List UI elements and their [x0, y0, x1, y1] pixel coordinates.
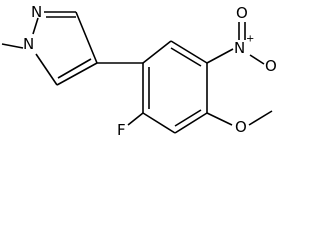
- atom-label-nitro-o-right: O: [265, 57, 277, 75]
- atom-label-nitro-o-lower: O: [236, 4, 248, 22]
- atom-label-pyrazole-n2: N: [31, 3, 42, 21]
- bond-c4-c5-double-a: [56, 62, 98, 86]
- bond-b5-b6: [142, 112, 176, 134]
- bond-b2-b3-inner: [170, 47, 202, 67]
- atom-label-fluorine: F: [117, 121, 126, 139]
- bond-c3-c4: [75, 11, 98, 64]
- atom-label-nitro-n: N: [234, 39, 245, 57]
- bond-nitro-o-right: [249, 54, 265, 65]
- atom-label-methoxy-o: O: [235, 118, 247, 136]
- bond-c4-c5-double-b: [57, 58, 92, 79]
- bond-n1-methyl: [1, 43, 24, 49]
- pyrazole-ring: [1, 11, 98, 86]
- bond-b4-methoxy-o: [206, 112, 233, 126]
- bond-b1-b2: [142, 40, 172, 64]
- bond-b3-nitro: [206, 48, 234, 64]
- atom-label-pyrazole-n1: N: [23, 35, 34, 53]
- bond-b4-b5-inner: [174, 109, 202, 127]
- bond-n1-n2: [32, 17, 39, 35]
- benzene-ring: [142, 40, 208, 134]
- bond-c5-n1: [35, 53, 58, 86]
- bond-b2-b3: [170, 40, 208, 64]
- chemical-structure: N N F N + O O O: [1, 3, 277, 139]
- bond-b6-fluorine: [127, 112, 144, 126]
- bond-b4-b5: [174, 112, 208, 134]
- atom-charge-nitro: +: [246, 34, 254, 45]
- bond-methoxy-methyl: [248, 110, 273, 126]
